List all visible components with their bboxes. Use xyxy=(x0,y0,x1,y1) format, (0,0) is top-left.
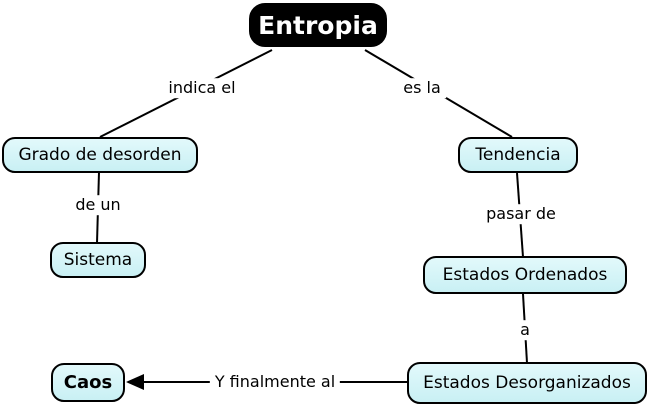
node-entropia[interactable]: Entropia xyxy=(249,3,387,47)
link-label-indica-el[interactable]: indica el xyxy=(163,78,241,98)
node-grado-de-desorden[interactable]: Grado de desorden xyxy=(2,137,198,173)
link-label-y-finalmente-al[interactable]: Y finalmente al xyxy=(209,372,341,392)
arrowhead-left-icon xyxy=(126,374,144,390)
node-sistema[interactable]: Sistema xyxy=(50,242,146,278)
link-label-a[interactable]: a xyxy=(515,320,535,340)
link-label-de-un[interactable]: de un xyxy=(70,195,126,215)
node-estados-desorganizados[interactable]: Estados Desorganizados xyxy=(407,362,647,404)
node-tendencia[interactable]: Tendencia xyxy=(458,137,578,173)
node-caos[interactable]: Caos xyxy=(51,363,125,402)
node-estados-ordenados[interactable]: Estados Ordenados xyxy=(423,256,627,294)
link-label-es-la[interactable]: es la xyxy=(398,78,446,98)
link-label-pasar-de[interactable]: pasar de xyxy=(481,204,561,224)
